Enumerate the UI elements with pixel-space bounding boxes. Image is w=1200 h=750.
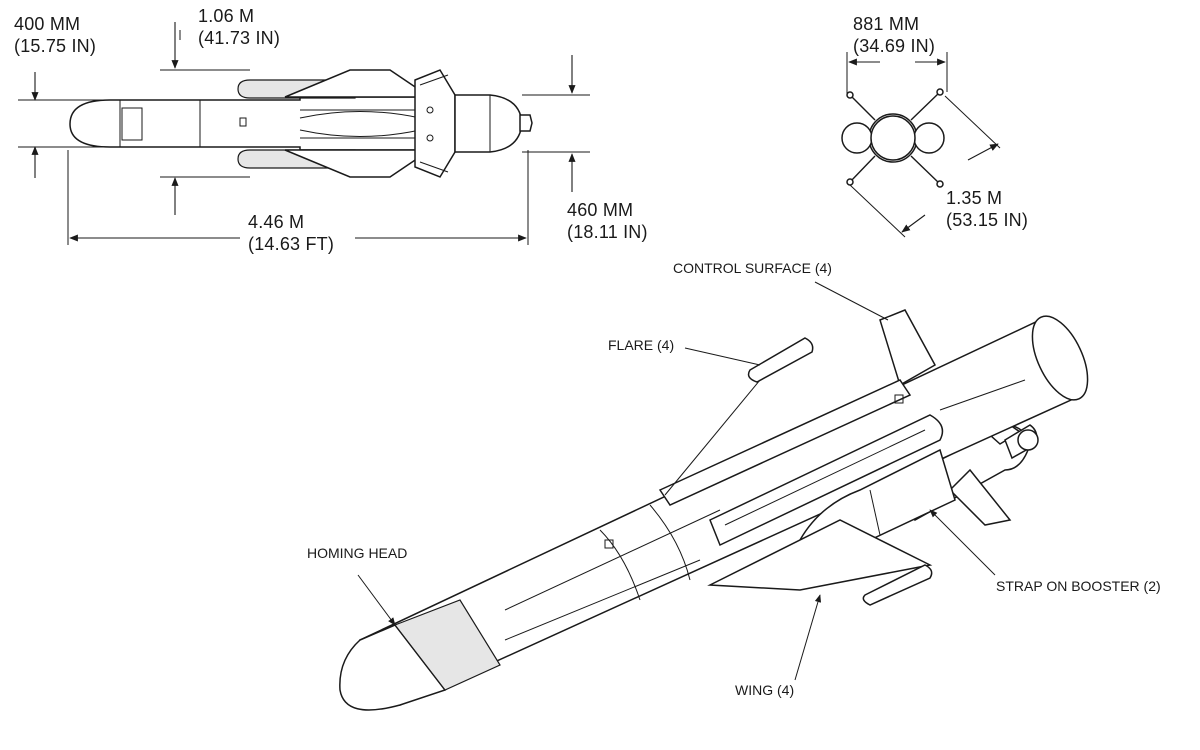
top-view-missile [69, 69, 533, 178]
strap-on-booster-label: STRAP ON BOOSTER (2) [996, 578, 1161, 594]
flare-label: FLARE (4) [608, 337, 675, 353]
length-value: 4.46 M [248, 212, 305, 232]
end-view-missile [841, 88, 945, 188]
isometric-missile [339, 309, 1089, 711]
span-a-value: 1.06 M [198, 6, 255, 26]
diagonal-value: 1.35 M [946, 188, 1003, 208]
height-a-value: 400 MM [14, 14, 81, 34]
wing-label: WING (4) [735, 682, 795, 698]
height-b-value: 460 MM [567, 200, 634, 220]
top-view-dimensions [18, 22, 590, 245]
control-surface-label: CONTROL SURFACE (4) [673, 260, 832, 276]
height-b-sub: (18.11 IN) [567, 222, 648, 242]
span-a-sub: (41.73 IN) [198, 28, 281, 48]
end-view-dimensions [846, 52, 1001, 238]
end-width-value: 881 MM [853, 14, 920, 34]
diagonal-sub: (53.15 IN) [946, 210, 1029, 230]
homing-head-label: HOMING HEAD [307, 545, 408, 561]
callout-leaders [357, 281, 996, 681]
height-a-sub: (15.75 IN) [14, 36, 97, 56]
end-width-sub: (34.69 IN) [853, 36, 936, 56]
length-sub: (14.63 FT) [248, 234, 335, 254]
